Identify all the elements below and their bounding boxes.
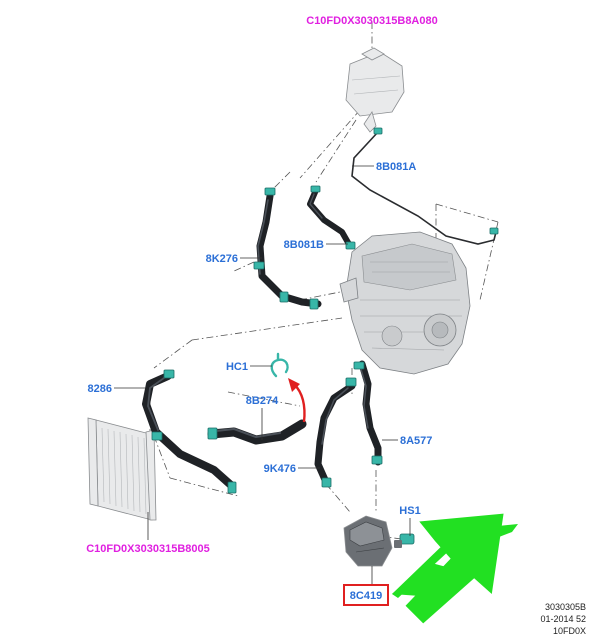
hose-8b081a[interactable] xyxy=(351,127,499,245)
label-8b081b: 8B081B xyxy=(284,239,324,251)
clip-hc1[interactable] xyxy=(270,352,289,378)
label-9k476: 9K476 xyxy=(264,463,296,475)
radiator[interactable] xyxy=(87,417,157,521)
reference-line-3: 10FD0X xyxy=(553,626,586,636)
clamp-hs1[interactable] xyxy=(394,533,415,548)
highlight-8c419[interactable]: 8C419 xyxy=(343,584,389,606)
label-radiator: C10FD0X3030315B8005 xyxy=(86,543,210,555)
hose-8286[interactable] xyxy=(142,369,237,494)
label-8286: 8286 xyxy=(88,383,112,395)
reference-block: 3030305B 01-2014 52 10FD0X xyxy=(540,602,586,636)
engine-block[interactable] xyxy=(339,231,471,375)
water-pump-8c419[interactable] xyxy=(343,515,393,567)
reference-line-2: 01-2014 52 xyxy=(540,614,586,624)
label-hs1: HS1 xyxy=(399,505,420,517)
label-8b274: 8B274 xyxy=(246,395,279,407)
coolant-reservoir[interactable] xyxy=(345,47,405,133)
hose-8b081b[interactable] xyxy=(307,185,356,250)
label-8a577: 8A577 xyxy=(400,435,432,447)
highlight-box xyxy=(343,584,389,606)
reference-line-1: 3030305B xyxy=(545,602,586,612)
labels: C10FD0X3030315B8A080 8B081A 8K276 8B081B… xyxy=(86,15,438,555)
label-8k276: 8K276 xyxy=(206,253,238,265)
label-reservoir: C10FD0X3030315B8A080 xyxy=(306,15,437,27)
leader-lines xyxy=(114,165,411,584)
label-8c419: 8C419 xyxy=(350,590,382,602)
hose-8a577[interactable] xyxy=(353,360,383,466)
hose-9k476[interactable] xyxy=(314,377,357,488)
pointer-arrow xyxy=(392,513,518,624)
hose-8b274[interactable] xyxy=(207,419,307,445)
direction-arrow xyxy=(288,378,306,423)
label-hc1: HC1 xyxy=(226,361,248,373)
label-8b081a: 8B081A xyxy=(376,161,416,173)
hose-8k276[interactable] xyxy=(253,187,322,310)
